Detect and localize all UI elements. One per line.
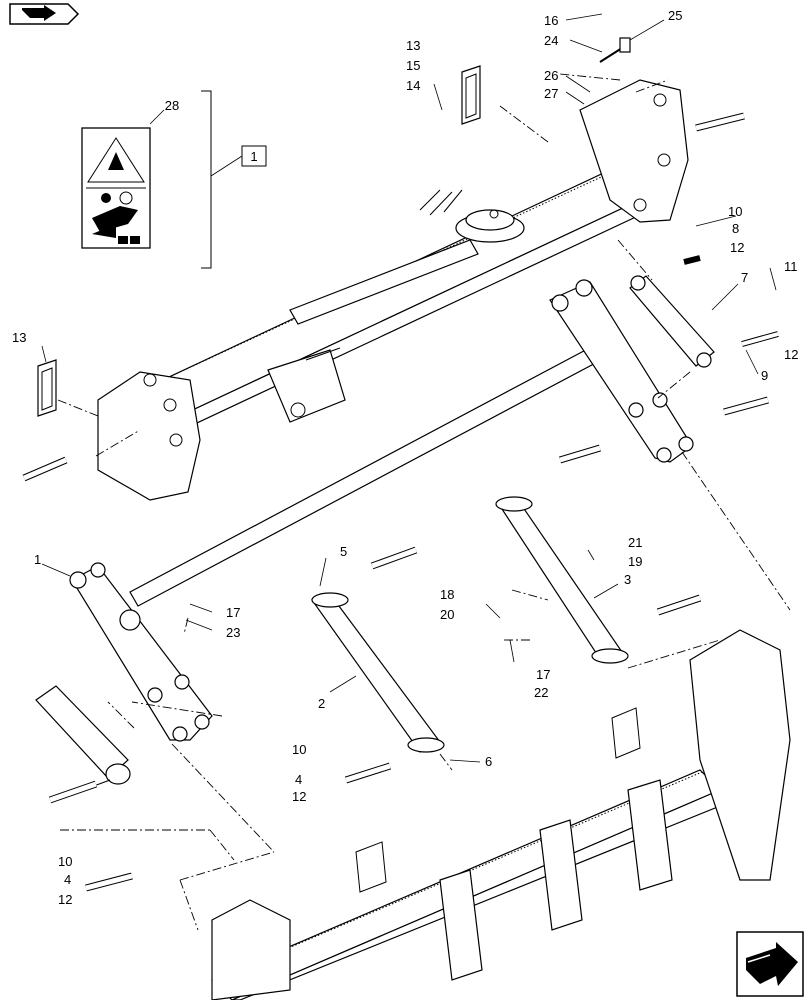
callout-9[interactable]: 9: [761, 368, 768, 383]
guard-clip-13-top: [461, 65, 481, 125]
callout-5[interactable]: 5: [340, 544, 347, 559]
callout-27[interactable]: 27: [544, 86, 558, 101]
callout-12c[interactable]: 12: [292, 789, 306, 804]
pins: [22, 37, 779, 892]
left-cylinder: [35, 685, 131, 801]
callout-17b[interactable]: 17: [536, 667, 550, 682]
callout-12[interactable]: 12: [730, 240, 744, 255]
callout-6[interactable]: 6: [485, 754, 492, 769]
read-manual-icon: [101, 191, 133, 205]
callout-11[interactable]: 11: [784, 259, 798, 274]
forward-arrow-icon[interactable]: [736, 931, 804, 997]
callout-8[interactable]: 8: [732, 221, 739, 236]
callout-26[interactable]: 26: [544, 68, 558, 83]
callouts: 1 2 3 4 4 5 6 7 8 9 10 10 10 11 12 12 12…: [12, 8, 798, 907]
kit-label-box[interactable]: [241, 145, 267, 167]
callout-25[interactable]: 25: [668, 8, 682, 23]
callout-10[interactable]: 10: [728, 204, 742, 219]
callout-20[interactable]: 20: [440, 607, 454, 622]
callout-13[interactable]: 13: [406, 38, 420, 53]
lift-arm-right: [549, 279, 694, 463]
callout-12d[interactable]: 12: [58, 892, 72, 907]
callout-14[interactable]: 14: [406, 78, 420, 93]
callout-4[interactable]: 4: [295, 772, 302, 787]
callout-16[interactable]: 16: [544, 13, 558, 28]
decal-panel: [81, 127, 151, 249]
callout-17[interactable]: 17: [226, 605, 240, 620]
hand-crush-icon: [92, 206, 138, 238]
callout-21[interactable]: 21: [628, 535, 642, 550]
decal-number: 28: [165, 98, 179, 113]
leader-lines: [41, 13, 777, 763]
callout-1[interactable]: 1: [34, 552, 41, 567]
callout-3[interactable]: 3: [624, 572, 631, 587]
main-frame: [97, 79, 689, 501]
crush-hazard-warning-icon: [87, 137, 145, 183]
callout-12b[interactable]: 12: [784, 347, 798, 362]
guard-clip-13-left: [37, 359, 57, 417]
lift-arm-1: [69, 562, 213, 742]
callout-10b[interactable]: 10: [292, 742, 306, 757]
manual-book-icon: [118, 236, 140, 244]
hydraulic-cylinder-7: [629, 275, 715, 368]
callout-15[interactable]: 15: [406, 58, 420, 73]
callout-4b[interactable]: 4: [64, 872, 71, 887]
callout-22[interactable]: 22: [534, 685, 548, 700]
callout-10c[interactable]: 10: [58, 854, 72, 869]
phantom-lines: [57, 73, 791, 931]
bottom-frame: [210, 629, 791, 1000]
callout-24[interactable]: 24: [544, 33, 558, 48]
callout-13b[interactable]: 13: [12, 330, 26, 345]
callout-19[interactable]: 19: [628, 554, 642, 569]
kit-bracket: [201, 90, 212, 269]
kit-label: 1: [250, 149, 257, 164]
back-arrow-icon[interactable]: [9, 3, 80, 25]
callout-18[interactable]: 18: [440, 587, 454, 602]
link-arm-3: [495, 496, 629, 664]
callout-23[interactable]: 23: [226, 625, 240, 640]
callout-2[interactable]: 2: [318, 696, 325, 711]
callout-7[interactable]: 7: [741, 270, 748, 285]
link-arm-2: [311, 592, 445, 753]
